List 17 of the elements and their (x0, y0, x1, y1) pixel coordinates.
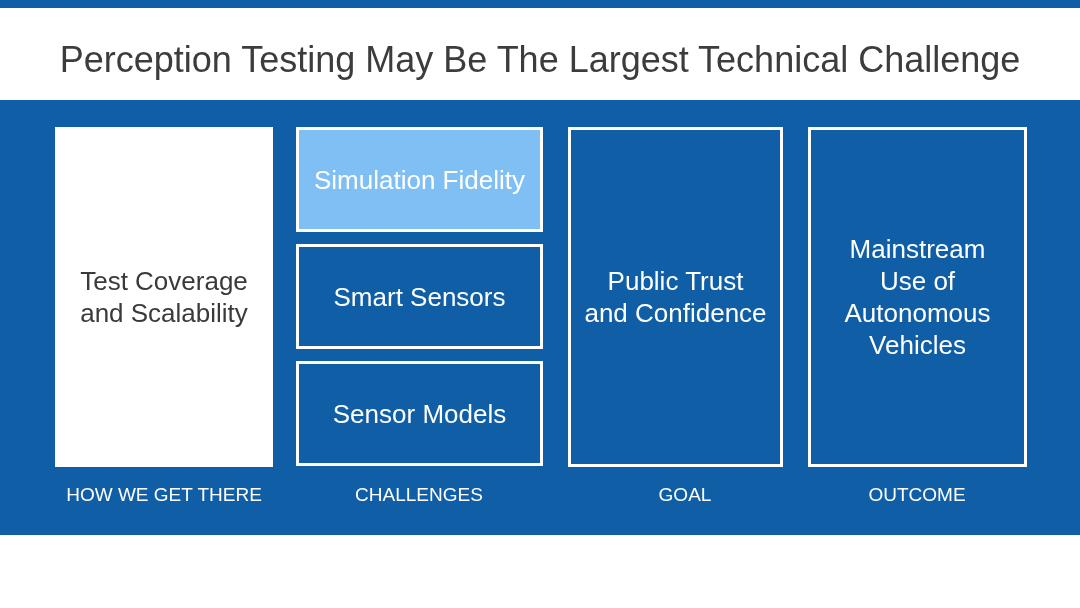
outlined-box (296, 244, 543, 349)
box-text: Public Trust and Confidence (583, 265, 768, 329)
outlined-panel (568, 127, 783, 467)
column-label: GOAL (658, 484, 712, 506)
column-label: HOW WE GET THERE (66, 484, 262, 506)
outlined-panel (808, 127, 1027, 467)
box-text: Test Coverage and Scalability (79, 265, 249, 329)
box-text: Mainstream Use of Autonomous Vehicles (843, 233, 992, 361)
column-label: CHALLENGES (355, 484, 483, 506)
highlighted-box (296, 127, 543, 232)
box-text: Sensor Models (332, 397, 507, 430)
box-text: Smart Sensors (333, 280, 506, 313)
filled-panel (55, 127, 273, 467)
column-label: OUTCOME (868, 484, 966, 506)
slide-title: Perception Testing May Be The Largest Technical Challenge (59, 38, 1021, 82)
outlined-box (296, 361, 543, 466)
box-text: Simulation Fidelity (314, 163, 525, 196)
